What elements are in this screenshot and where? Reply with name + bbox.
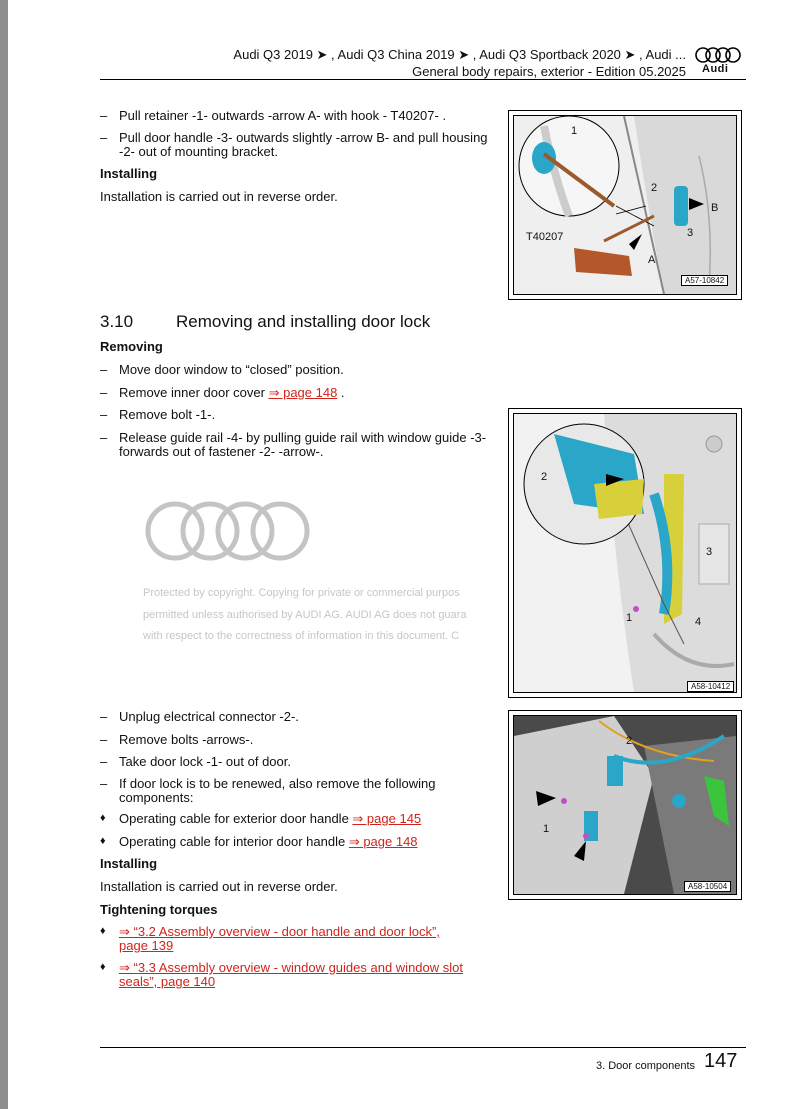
dash-bullet: – [100,130,108,145]
header-edition: General body repairs, exterior - Edition… [412,64,686,79]
dash-bullet: – [100,407,108,422]
installing-heading-2: Installing [100,856,158,871]
header-rule [100,79,746,80]
step-remove-door-cover-after: . [337,385,345,400]
footer-chapter: 3. Door components [596,1060,696,1072]
figure-door-lock: 2 1 A58-10504 [508,710,742,900]
diamond-bullet: ♦ [100,961,106,973]
dash-bullet: – [100,362,108,377]
page-145-link[interactable]: ⇒ page 145 [352,811,422,826]
page-148-link-2[interactable]: ⇒ page 148 [348,834,418,849]
step-pull-retainer: Pull retainer -1- outwards -arrow A- wit… [119,108,447,123]
torque-link-3-3[interactable]: ⇒ “3.3 Assembly overview - window guides… [119,961,489,989]
figure1-tool-label: T40207 [526,231,564,243]
guide-rail-drawing [514,414,736,692]
component-exterior-cable: Operating cable for exterior door handle… [119,812,489,826]
dash-bullet: – [100,385,108,400]
watermark-line-2: permitted unless authorised by AUDI AG. … [143,609,467,621]
page-number: 147 [704,1050,738,1072]
figure-door-handle: 1 2 3 B A T40207 A57-10842 [508,110,742,300]
figure2-callout-3: 3 [706,546,713,558]
component-exterior-cable-text: Operating cable for exterior door handle [119,811,353,826]
link-assembly-overview-door-handle[interactable]: ⇒ “3.2 Assembly overview - door handle a… [119,924,440,939]
diamond-bullet: ♦ [100,925,106,937]
dash-bullet: – [100,709,108,724]
figure2-callout-4: 4 [695,616,702,628]
step-remove-door-cover: Remove inner door cover ⇒ page 148 . [119,386,489,400]
header-models: Audi Q3 2019 ➤ , Audi Q3 China 2019 ➤ , … [233,47,686,62]
figure-door-lock-illustration: 2 1 A58-10504 [513,715,737,895]
dash-bullet: – [100,776,108,791]
door-lock-drawing [514,716,736,894]
tightening-torques-heading: Tightening torques [100,902,218,917]
step-remove-bolts: Remove bolts -arrows-. [119,732,254,747]
page-148-link[interactable]: ⇒ page 148 [268,385,338,400]
component-interior-cable: Operating cable for interior door handle… [119,835,489,849]
figure2-callout-1: 1 [626,612,633,624]
watermark-line-3: with respect to the correctness of infor… [143,630,460,642]
step-release-guide-rail: Release guide rail -4- by pulling guide … [119,430,487,459]
dash-bullet: – [100,108,108,123]
removing-heading: Removing [100,339,163,354]
step-take-door-lock: Take door lock -1- out of door. [119,754,291,769]
installing-heading: Installing [100,166,158,181]
door-handle-drawing [514,116,736,294]
step-pull-door-handle: Pull door handle -3- outwards slightly -… [119,130,488,159]
figure1-callout-3: 3 [687,227,694,239]
figure1-callout-2: 2 [651,182,658,194]
figure-guide-rail-illustration: 2 3 1 4 A58-10412 [513,413,737,693]
figure-guide-rail: 2 3 1 4 A58-10412 [508,408,742,698]
diamond-bullet: ♦ [100,812,106,824]
figure3-callout-1: 1 [543,823,550,835]
figure3-callout-2: 2 [626,735,633,747]
installing-text: Installation is carried out in reverse o… [100,189,338,204]
step-move-window: Move door window to “closed” position. [119,362,344,377]
torque-link-3-2[interactable]: ⇒ “3.2 Assembly overview - door handle a… [119,925,489,953]
audi-rings-logo [695,47,741,63]
installing-text-2: Installation is carried out in reverse o… [100,879,338,894]
watermark-line-1: Protected by copyright. Copying for priv… [143,587,460,599]
figure2-id: A58-10412 [687,681,735,692]
figure3-id: A58-10504 [684,881,732,892]
figure-door-handle-illustration: 1 2 3 B A T40207 A57-10842 [513,115,737,295]
figure1-id: A57-10842 [681,275,729,286]
link-page-139[interactable]: page 139 [119,938,174,953]
figure2-callout-2: 2 [541,471,548,483]
document-page: Audi Q3 2019 ➤ , Audi Q3 China 2019 ➤ , … [8,0,794,1109]
figure1-callout-1: 1 [571,125,578,137]
section-title: Removing and installing door lock [176,312,431,331]
step-unplug-connector: Unplug electrical connector -2-. [119,709,299,724]
link-page-140[interactable]: seals”, page 140 [119,974,216,989]
section-number: 3.10 [100,312,134,331]
diamond-bullet: ♦ [100,835,106,847]
dash-bullet: – [100,732,108,747]
figure1-arrow-b: B [711,202,719,214]
footer-rule [100,1047,746,1048]
component-interior-cable-text: Operating cable for interior door handle [119,834,349,849]
step-remove-door-cover-text: Remove inner door cover [119,385,269,400]
audi-logo-text: Audi [702,63,729,75]
dash-bullet: – [100,430,108,445]
step-renew-door-lock: If door lock is to be renewed, also remo… [119,776,436,805]
dash-bullet: – [100,754,108,769]
step-remove-bolt: Remove bolt -1-. [119,407,216,422]
audi-watermark-rings [145,501,310,561]
figure1-arrow-a: A [648,254,656,266]
link-assembly-overview-window-guides[interactable]: ⇒ “3.3 Assembly overview - window guides… [119,960,463,975]
